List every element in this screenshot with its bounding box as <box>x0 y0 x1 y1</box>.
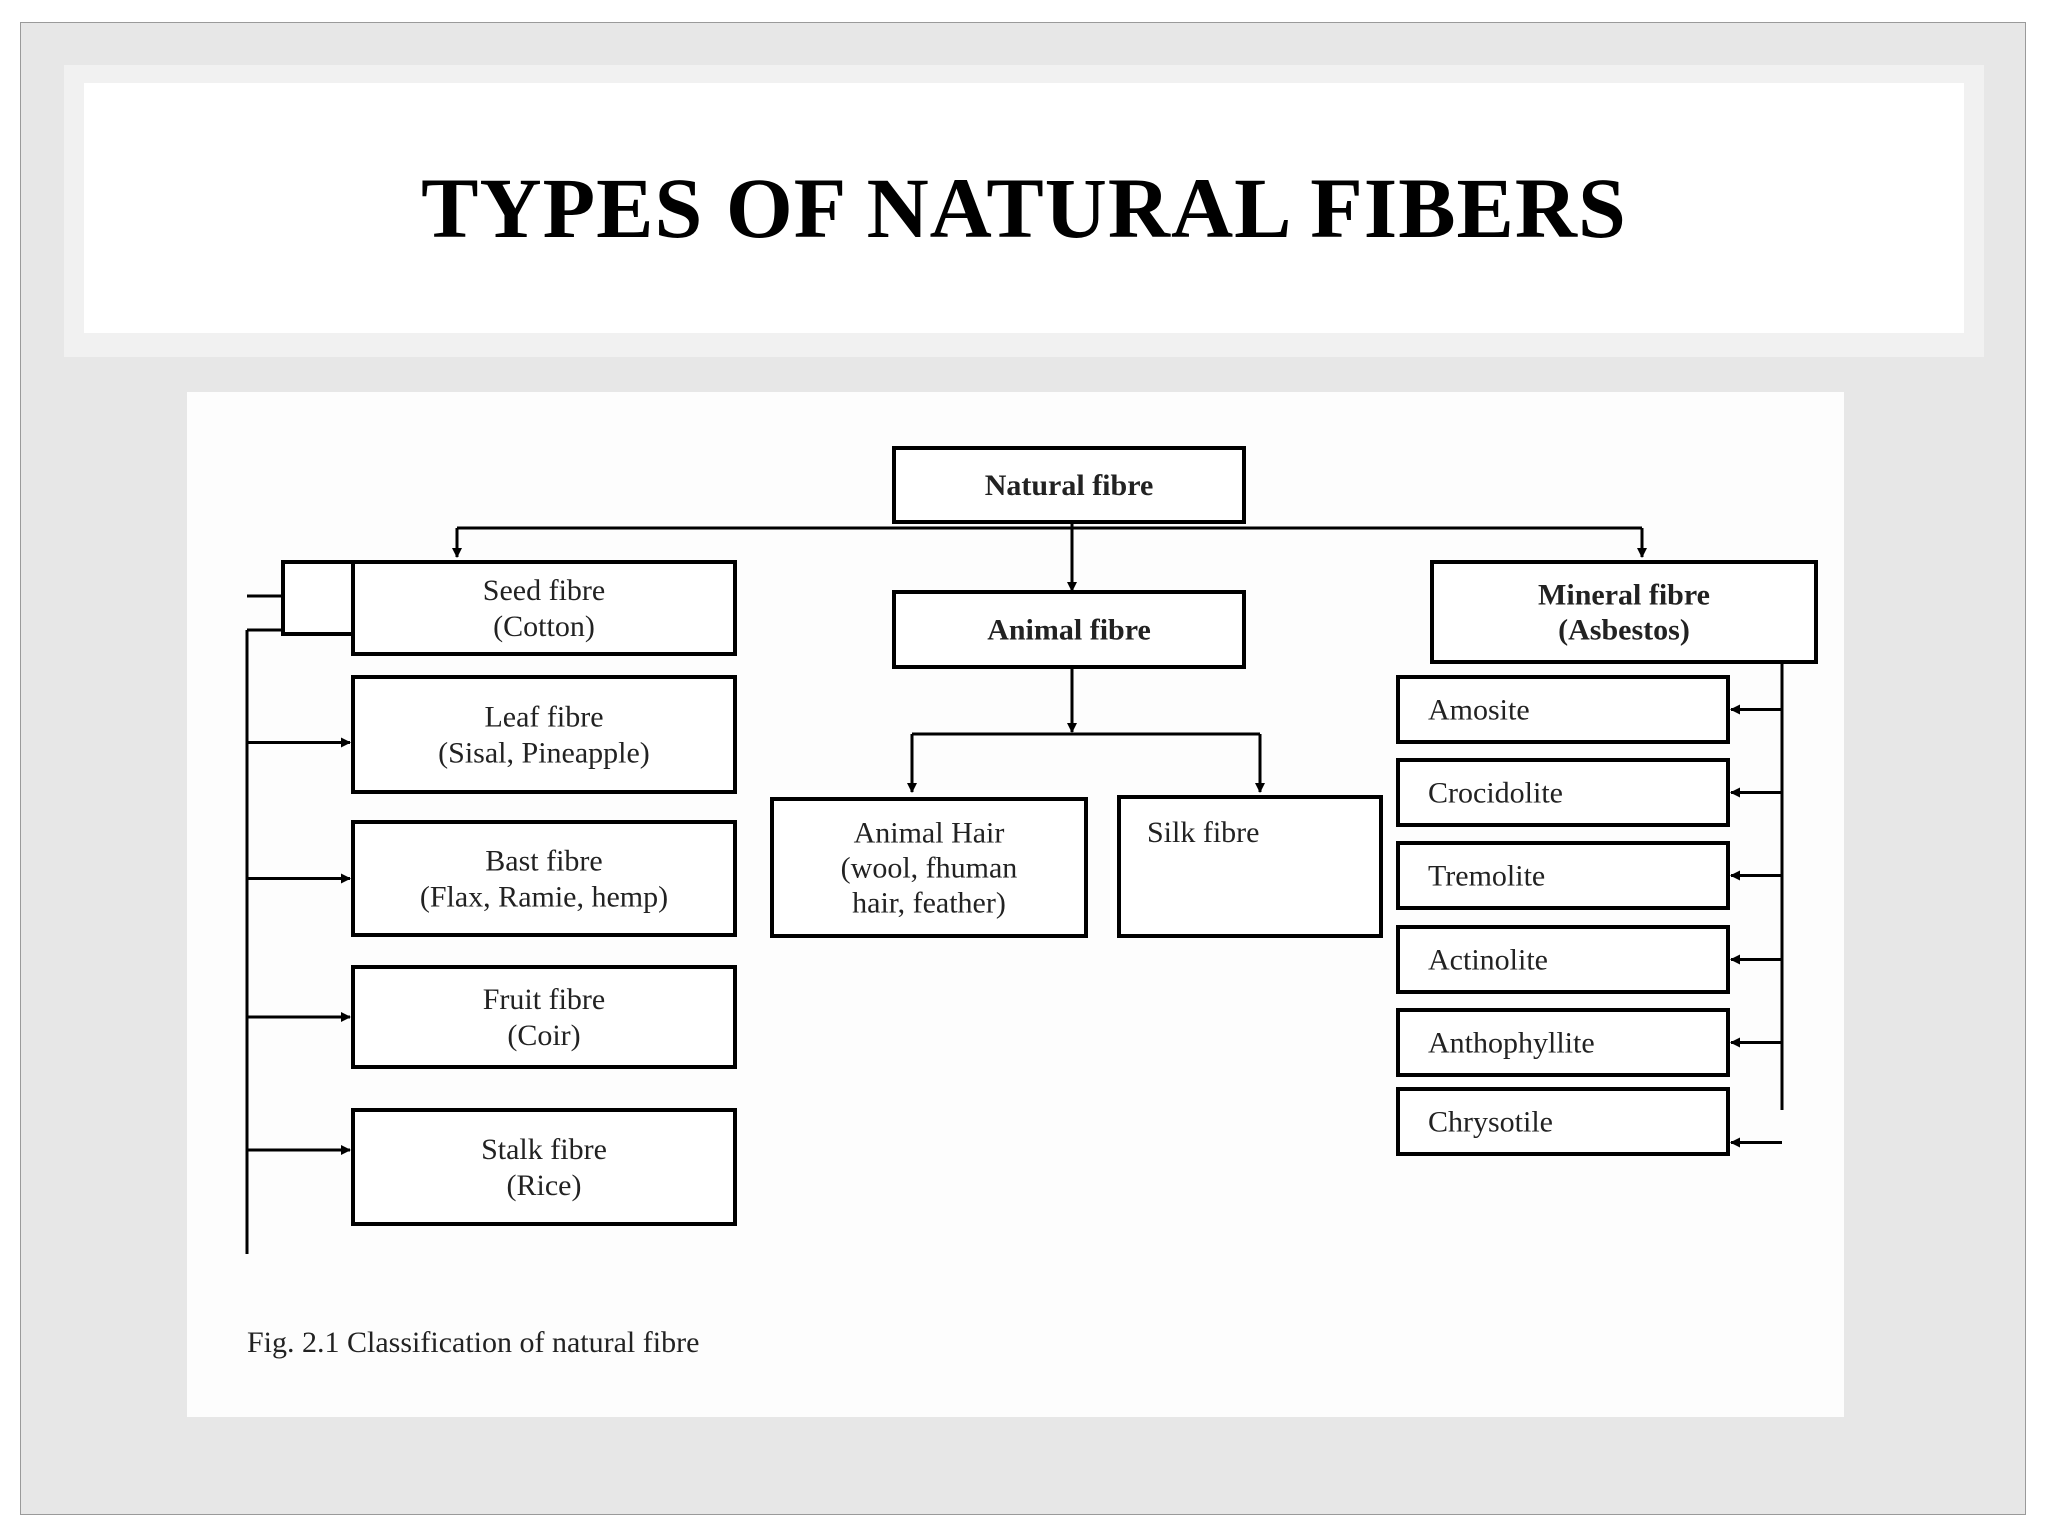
node-label: Anthophyllite <box>1428 1027 1595 1060</box>
node-box <box>1117 795 1383 938</box>
node-mineral-fibre: Mineral fibre(Asbestos) <box>1430 560 1818 664</box>
node-leaf-fibre: Leaf fibre(Sisal, Pineapple) <box>351 675 737 794</box>
slide-title: TYPES OF NATURAL FIBERS <box>421 160 1627 256</box>
node-box <box>1396 758 1730 827</box>
node-label: (wool, fhuman <box>841 852 1018 885</box>
node-label: Actinolite <box>1428 944 1548 977</box>
node-tremolite: Tremolite <box>1396 841 1730 910</box>
node-box <box>1396 925 1730 994</box>
node-label: Crocidolite <box>1428 777 1563 810</box>
node-label: Bast fibre <box>485 845 602 878</box>
node-label: hair, feather) <box>852 887 1006 920</box>
node-label: Leaf fibre <box>484 701 603 734</box>
node-anthophyllite: Anthophyllite <box>1396 1008 1730 1077</box>
node-seed-fibre: Seed fibre(Cotton) <box>351 560 737 656</box>
node-box <box>351 675 737 794</box>
node-label: (Sisal, Pineapple) <box>438 737 650 770</box>
node-label: Silk fibre <box>1147 816 1260 849</box>
node-label: Stalk fibre <box>481 1133 607 1166</box>
node-label: Animal fibre <box>987 614 1151 647</box>
node-label: Fruit fibre <box>483 983 605 1016</box>
node-silk-fibre: Silk fibre <box>1117 795 1383 938</box>
node-chrysotile: Chrysotile <box>1396 1087 1730 1156</box>
node-crocidolite: Crocidolite <box>1396 758 1730 827</box>
node-box <box>351 560 737 656</box>
node-label: Chrysotile <box>1428 1106 1553 1139</box>
node-bast-fibre: Bast fibre(Flax, Ramie, hemp) <box>351 820 737 937</box>
node-label: (Asbestos) <box>1558 614 1690 647</box>
node-label: Tremolite <box>1428 860 1545 893</box>
node-amosite: Amosite <box>1396 675 1730 744</box>
node-box <box>1396 841 1730 910</box>
node-box <box>1396 1087 1730 1156</box>
node-box <box>351 1108 737 1226</box>
node-label: (Cotton) <box>493 610 595 643</box>
node-animal-fibre: Animal fibre <box>892 590 1246 669</box>
diagram-connectors <box>245 522 1784 1254</box>
node-box <box>892 590 1246 669</box>
figure-caption: Fig. 2.1 Classification of natural fibre <box>247 1326 699 1359</box>
node-label: (Rice) <box>507 1169 582 1202</box>
node-actinolite: Actinolite <box>1396 925 1730 994</box>
node-natural-fibre: Natural fibre <box>892 446 1246 524</box>
node-box <box>351 820 737 937</box>
node-box <box>1430 560 1818 664</box>
node-box <box>1396 675 1730 744</box>
node-box <box>351 965 737 1069</box>
node-label: Amosite <box>1428 694 1530 727</box>
node-box <box>770 797 1088 938</box>
node-label: Seed fibre <box>483 574 605 607</box>
node-stalk-fibre: Stalk fibre(Rice) <box>351 1108 737 1226</box>
node-box <box>892 446 1246 524</box>
node-fruit-fibre: Fruit fibre(Coir) <box>351 965 737 1069</box>
node-label: (Coir) <box>507 1019 580 1052</box>
node-label: Animal Hair <box>854 817 1005 850</box>
node-label: Natural fibre <box>985 469 1154 502</box>
node-label: (Flax, Ramie, hemp) <box>420 881 668 914</box>
node-box <box>1396 1008 1730 1077</box>
title-box <box>84 83 1964 333</box>
node-label: Mineral fibre <box>1538 579 1710 612</box>
